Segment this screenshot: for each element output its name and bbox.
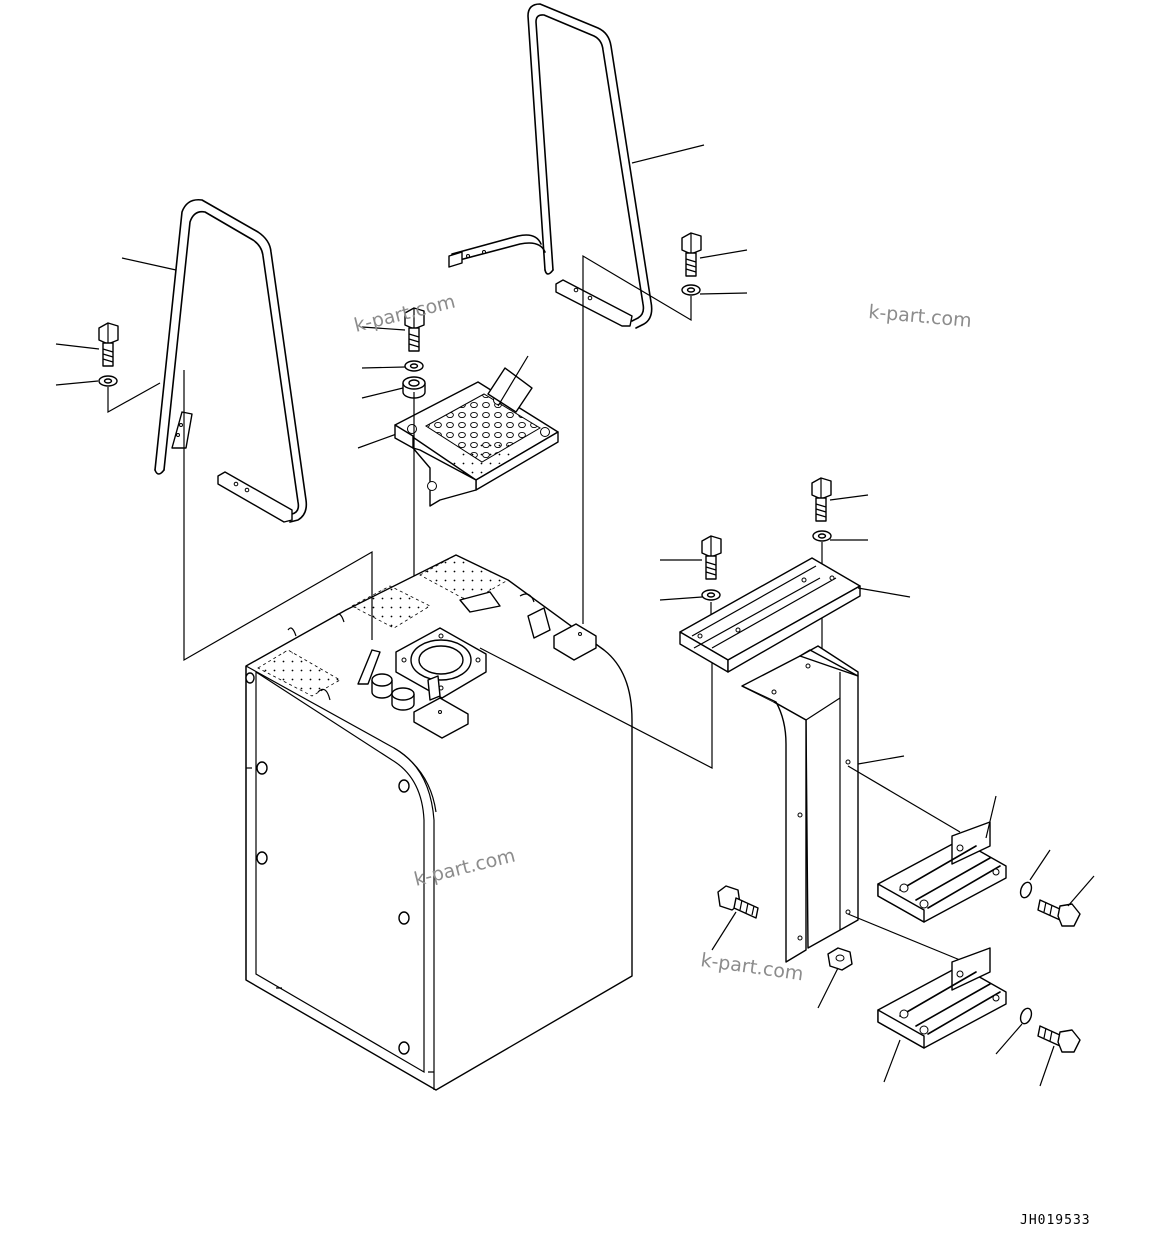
bolt-left — [98, 322, 119, 367]
washer-lower — [1019, 1007, 1033, 1025]
mount-bracket-top — [459, 591, 501, 613]
handrail-right-foot-plate — [555, 279, 633, 327]
mount-pad-right — [553, 623, 597, 661]
bolt-right-step-left — [701, 535, 722, 580]
handrail-left — [154, 198, 308, 523]
bolt-center — [404, 307, 425, 352]
handrail-left-upper-bracket — [171, 411, 193, 449]
step-channel-bracket — [679, 557, 861, 673]
step-plate-top — [394, 367, 559, 507]
washer-right-top — [681, 284, 701, 296]
nut-stay — [827, 947, 853, 971]
bolt-right-top — [681, 232, 702, 277]
handrail-right — [448, 3, 653, 329]
step-plate-label-tag — [487, 367, 533, 413]
mount-pad-front — [413, 697, 469, 739]
tank-body — [245, 554, 633, 1091]
handrail-left-foot-plate — [217, 471, 293, 523]
washer-right-step-left — [701, 589, 721, 601]
bolt-lower — [1037, 1025, 1081, 1053]
washer-center — [404, 360, 424, 372]
handrail-right-end-plate — [448, 251, 463, 268]
washer-upper — [1019, 881, 1033, 899]
tank-tread-left — [257, 649, 341, 697]
step-tread-upper — [877, 821, 1007, 923]
washer-left — [98, 375, 118, 387]
step-tread-lower — [877, 947, 1007, 1049]
tank-side-bolts — [245, 672, 410, 1055]
washer-right-step-top — [812, 530, 832, 542]
mount-bracket-left — [357, 649, 381, 685]
drawing-code: JH019533 — [1020, 1213, 1091, 1228]
tank-tread-top — [419, 554, 509, 603]
watermark-2: k-part.com — [868, 301, 973, 332]
bolt-right-step-top — [811, 477, 832, 522]
step-support-stay — [741, 645, 859, 963]
bolt-stay — [717, 885, 759, 919]
spacer-center — [402, 376, 426, 399]
bolt-upper — [1037, 899, 1081, 927]
